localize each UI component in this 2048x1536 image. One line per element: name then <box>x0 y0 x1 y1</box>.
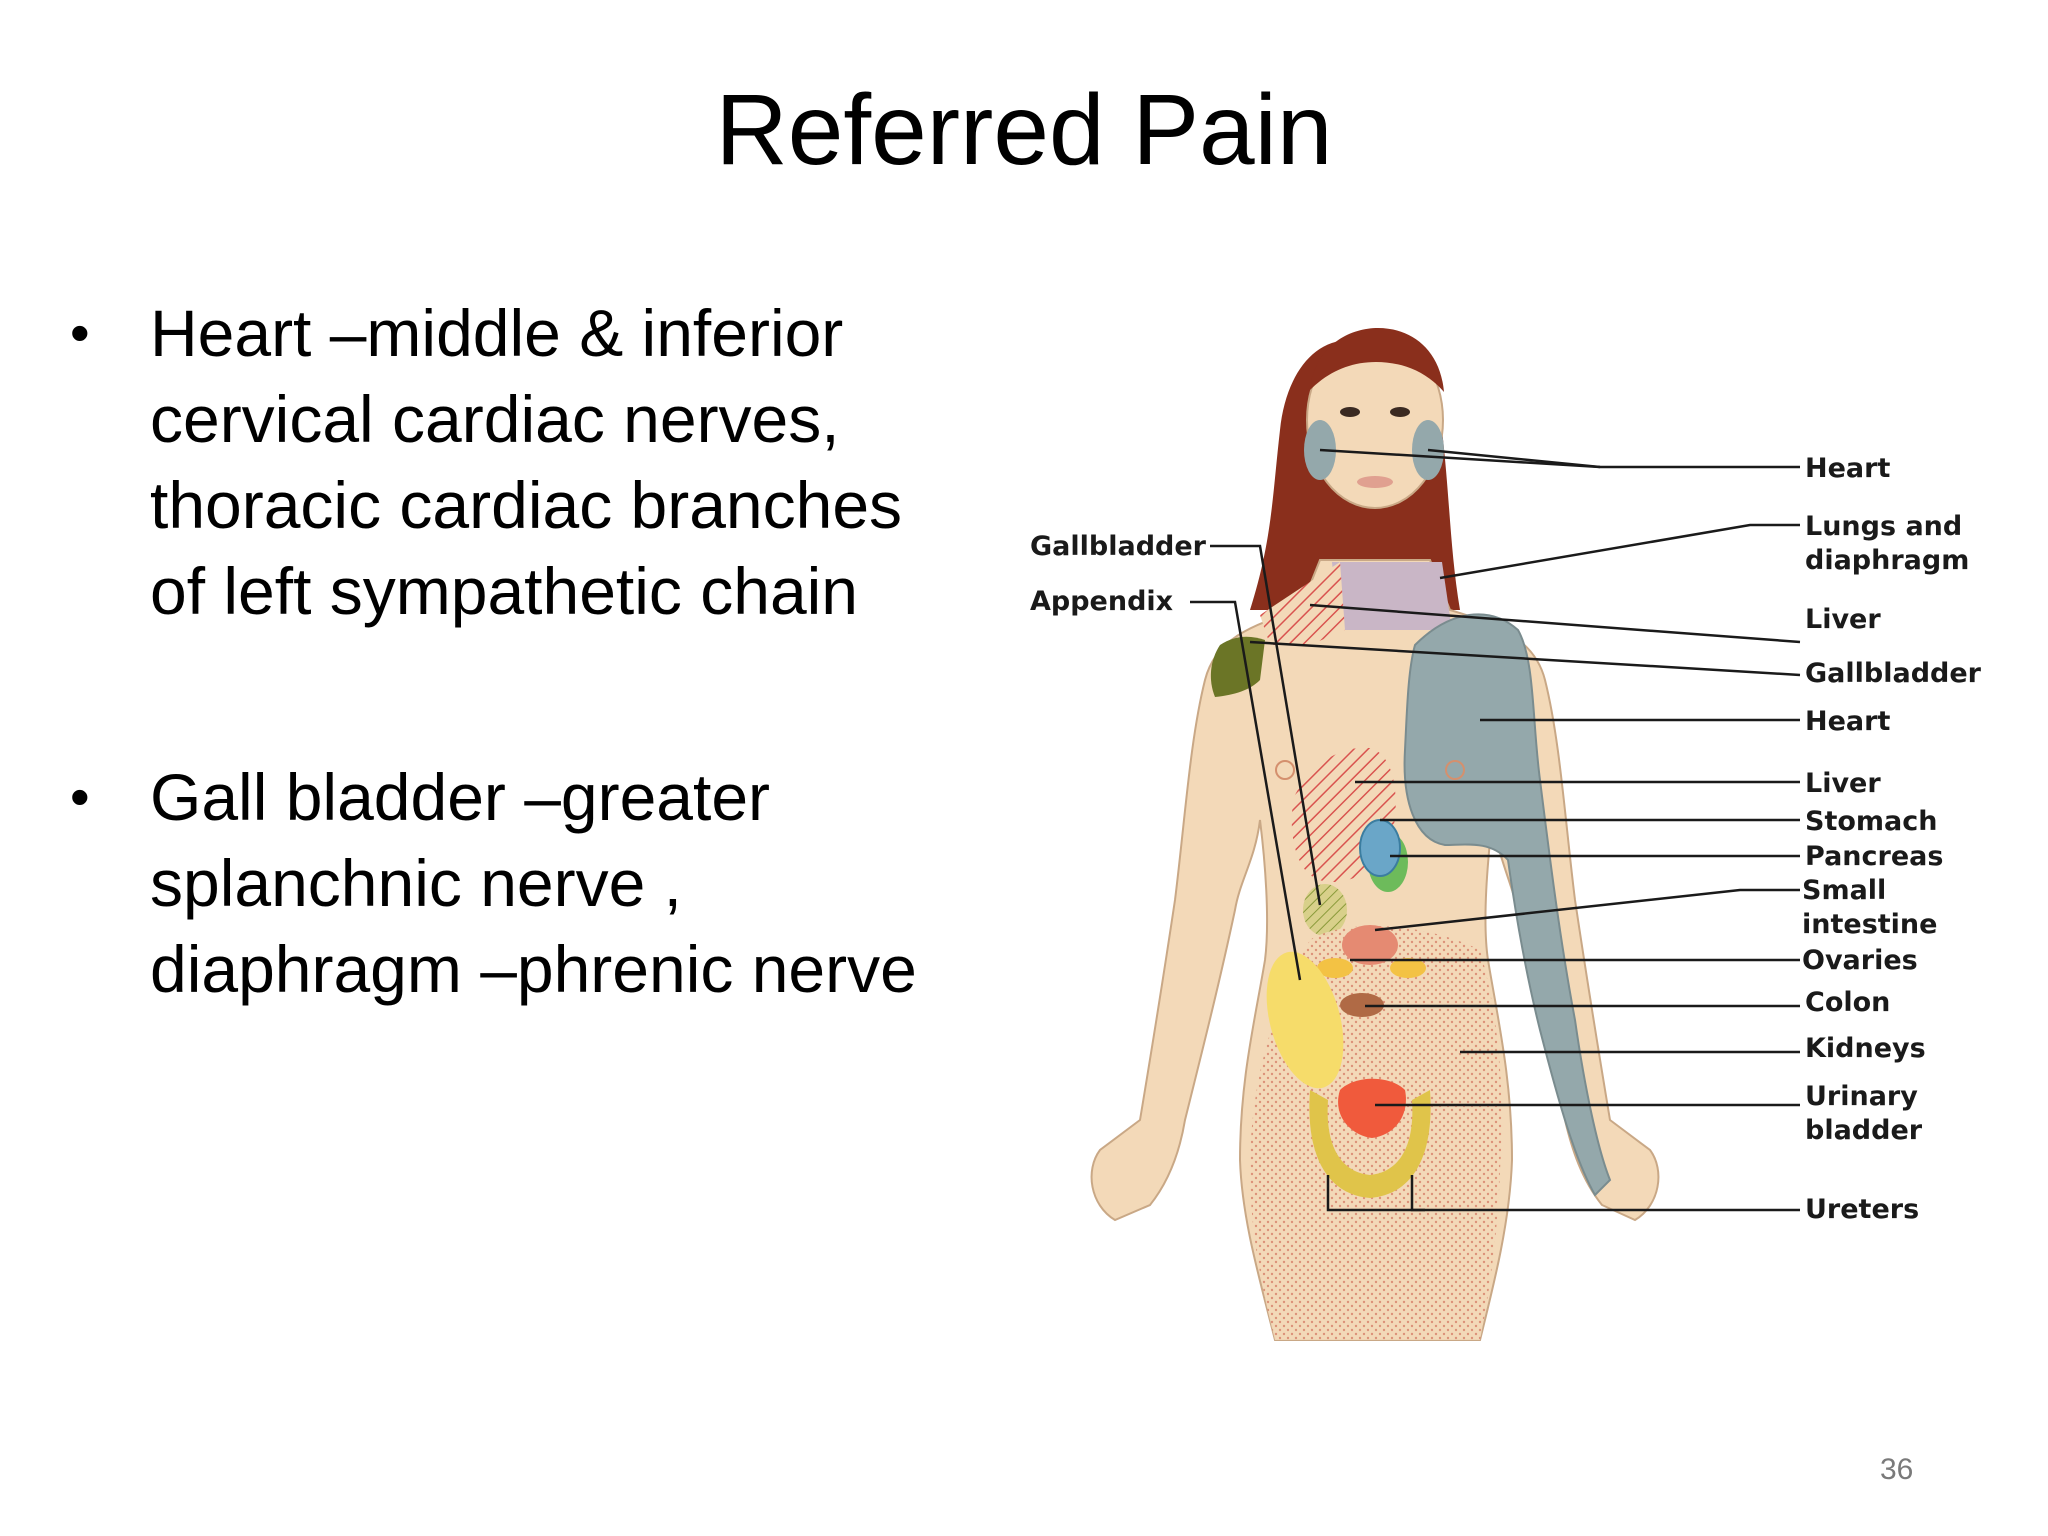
ureters-area <box>1309 1090 1431 1198</box>
small-intestine-area <box>1342 925 1398 965</box>
slide-title: Referred Pain <box>715 74 1333 186</box>
body-illustration <box>1090 328 1801 1341</box>
label-ureters: Ureters <box>1805 1194 1920 1225</box>
ovary-right <box>1390 958 1426 978</box>
label-liver-chest: Liver <box>1805 768 1881 799</box>
gallbladder-shoulder-area <box>1210 636 1265 697</box>
label-lungs-diaphragm: Lungs and diaphragm <box>1805 511 1970 576</box>
urinary-bladder-area <box>1338 1078 1406 1138</box>
label-appendix: Appendix <box>1030 586 1174 617</box>
bullet-heart: • Heart –middle & inferior cervical card… <box>70 290 950 634</box>
label-urinary-bladder: Urinary bladder <box>1805 1081 1923 1146</box>
bullet-gallbladder: • Gall bladder –greater splanchnic nerve… <box>70 754 950 1012</box>
label-stomach: Stomach <box>1805 806 1938 837</box>
lungs-diaphragm-area <box>1332 562 1452 630</box>
liver-shoulder-area <box>1260 562 1345 645</box>
bullet-marker: • <box>70 765 90 828</box>
page-number: 36 <box>1880 1453 1914 1486</box>
bullet-heart-text: Heart –middle & inferior cervical cardia… <box>150 296 903 628</box>
heart-chest-arm-area <box>1403 613 1612 1197</box>
label-ovaries: Ovaries <box>1802 945 1918 976</box>
label-pancreas: Pancreas <box>1805 841 1944 872</box>
appendix-area <box>1266 951 1344 1089</box>
leader-lines <box>1190 448 1801 1212</box>
label-gallbladder-shoulder: Gallbladder <box>1805 658 1981 689</box>
bullet-list: • Heart –middle & inferior cervical card… <box>70 290 950 1012</box>
bullet-gallbladder-text: Gall bladder –greater splanchnic nerve ,… <box>150 760 917 1006</box>
label-colon: Colon <box>1805 987 1891 1018</box>
label-heart-chest: Heart <box>1805 706 1891 737</box>
label-heart-jaw: Heart <box>1805 453 1891 484</box>
referred-pain-figure: Heart Lungs and diaphragm Liver Gallblad… <box>1010 300 2000 1360</box>
bullet-marker: • <box>70 301 90 364</box>
gallbladder-abdomen-area <box>1303 884 1347 936</box>
label-kidneys: Kidneys <box>1805 1033 1926 1064</box>
ovary-left <box>1317 958 1353 978</box>
stomach-area <box>1359 819 1401 877</box>
label-small-intestine: Small intestine <box>1802 875 1938 940</box>
colon-area <box>1340 993 1384 1017</box>
label-gallbladder-left: Gallbladder <box>1030 531 1206 562</box>
label-liver-shoulder: Liver <box>1805 604 1881 635</box>
